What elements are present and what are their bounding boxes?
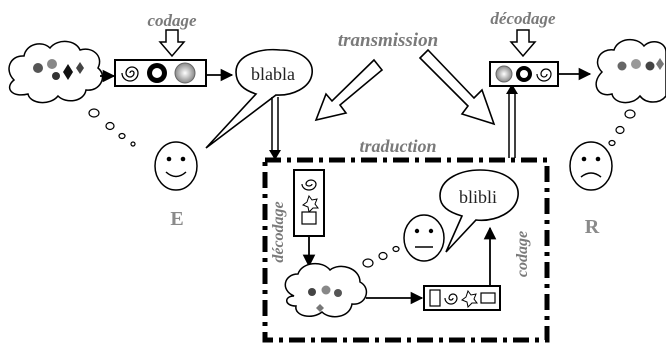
star-flower-cluster-icon	[33, 59, 84, 80]
transmission-arrow-right	[418, 48, 496, 126]
receiver-letter: R	[585, 216, 600, 238]
codage-vertical-label: codage	[514, 231, 531, 277]
translator-face	[403, 214, 445, 262]
circle-gear-spiral-icon	[495, 65, 552, 83]
codage-down-arrow-sender	[158, 29, 186, 58]
speech-text-blabla: blabla	[251, 64, 295, 84]
receiver-face	[569, 141, 613, 191]
sender-code-box	[114, 59, 207, 87]
decodage-down-arrow-receiver	[509, 29, 537, 58]
translator-speech-bubble: blibli	[439, 169, 519, 253]
traduction-label: traduction	[359, 136, 436, 156]
receiver-thought-bubbles	[608, 109, 636, 147]
translator-thought-bubbles	[362, 245, 400, 268]
translator-thought-cloud	[284, 262, 368, 318]
double-arrow-up-to-receiver	[506, 84, 518, 158]
sender-thought-cloud	[8, 40, 104, 104]
spiral-star-square-icon	[301, 179, 319, 225]
star-flower-cluster-icon	[617, 58, 664, 71]
codage-label-top: codage	[147, 11, 197, 30]
decodage-vertical-label: décodage	[270, 201, 287, 262]
star-flower-cluster-icon	[308, 285, 342, 312]
translator-decode-box	[293, 169, 325, 237]
sender-thought-bubbles	[88, 108, 136, 147]
receiver-thought-cloud	[595, 38, 666, 104]
sender-speech-bubble: blabla	[205, 48, 313, 149]
receiver-code-box	[489, 61, 559, 87]
decodage-label-top: décodage	[490, 9, 556, 28]
sender-letter: E	[170, 208, 183, 230]
sender-face	[154, 141, 198, 191]
transmission-label: transmission	[338, 30, 438, 51]
square-spiral-star-rect-icon	[429, 289, 496, 309]
double-arrow-down-into-translation	[269, 97, 281, 160]
translator-code-box	[423, 285, 501, 311]
speech-text-blibli: blibli	[459, 187, 497, 207]
spiral-gear-circle-icon	[121, 62, 196, 84]
traduction-frame	[262, 157, 550, 343]
transmission-arrow-left	[314, 58, 384, 122]
